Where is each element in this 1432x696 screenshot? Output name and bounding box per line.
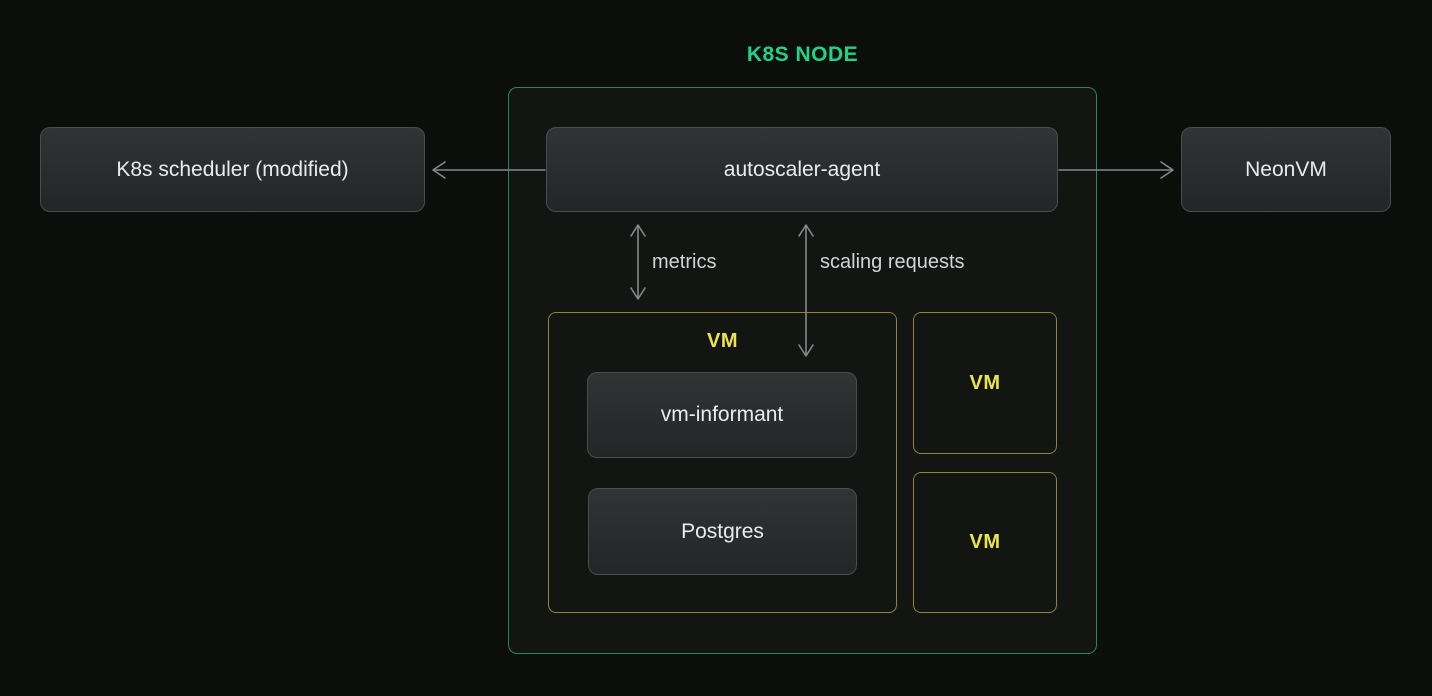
node-autoscaler-agent-label: autoscaler-agent [723,157,881,181]
vm-box-top: VM [913,312,1057,454]
vm-box-bottom-label: VM [969,531,1001,553]
edge-label-scaling-requests: scaling requests [820,251,965,273]
k8s-node-title: K8S NODE [746,43,859,66]
node-postgres: Postgres [588,488,857,575]
node-autoscaler-agent: autoscaler-agent [546,127,1058,212]
node-k8s-scheduler-label: K8s scheduler (modified) [116,157,349,181]
vm-group-label: VM [707,330,738,352]
node-k8s-scheduler: K8s scheduler (modified) [40,127,425,212]
node-neonvm-label: NeonVM [1245,157,1327,181]
node-neonvm: NeonVM [1181,127,1391,212]
node-vm-informant: vm-informant [587,372,857,458]
vm-box-bottom: VM [913,472,1057,613]
vm-group-box: VM [548,312,897,613]
edge-label-metrics: metrics [652,251,717,273]
vm-box-top-label: VM [969,371,1001,394]
node-postgres-label: Postgres [681,519,764,543]
node-vm-informant-label: vm-informant [660,403,784,426]
